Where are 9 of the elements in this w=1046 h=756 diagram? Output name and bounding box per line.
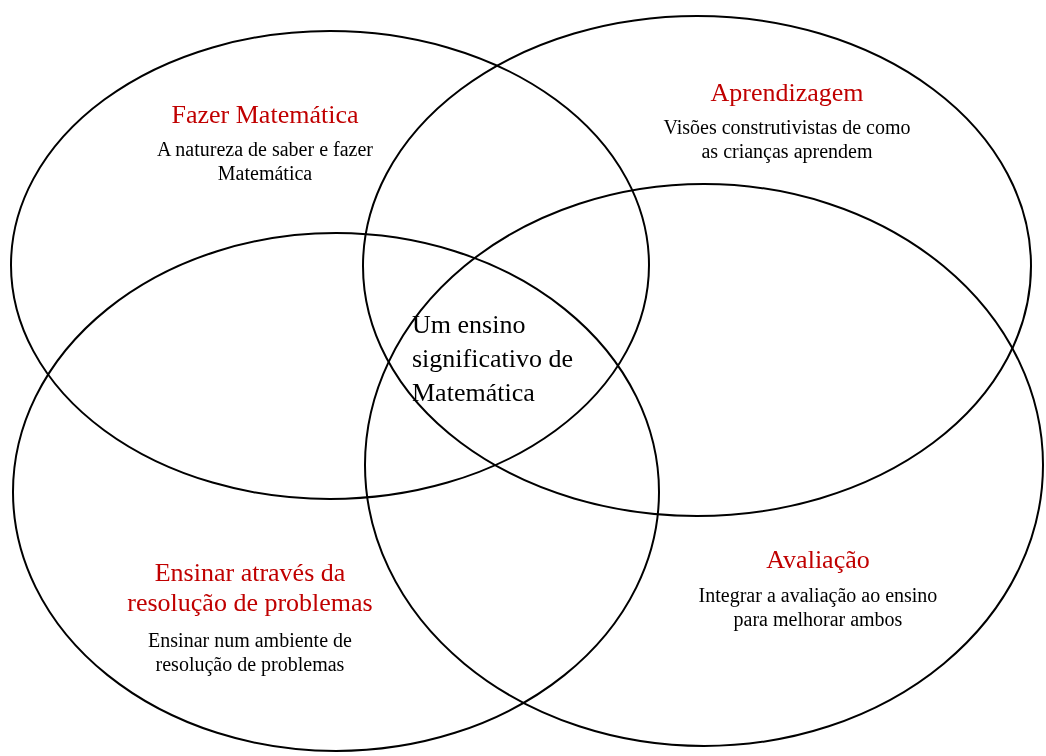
circle-description: A natureza de saber e fazer Matemática: [156, 137, 374, 185]
circle-heading: Avaliação: [765, 545, 871, 575]
circle-heading: Ensinar através da resolução de problemas: [126, 558, 374, 618]
circle-heading: Aprendizagem: [709, 78, 865, 108]
circle-description: Visões construtivistas de como as crianças aprendem: [662, 115, 912, 163]
circle-description: Integrar a avaliação ao ensino para melhorar ambos: [697, 583, 939, 631]
circle-description: Ensinar num ambiente de resolução de problemas: [147, 628, 353, 676]
center-label: Um ensino significativo de Matemática: [412, 309, 574, 409]
circle-heading: Fazer Matemática: [170, 100, 360, 130]
